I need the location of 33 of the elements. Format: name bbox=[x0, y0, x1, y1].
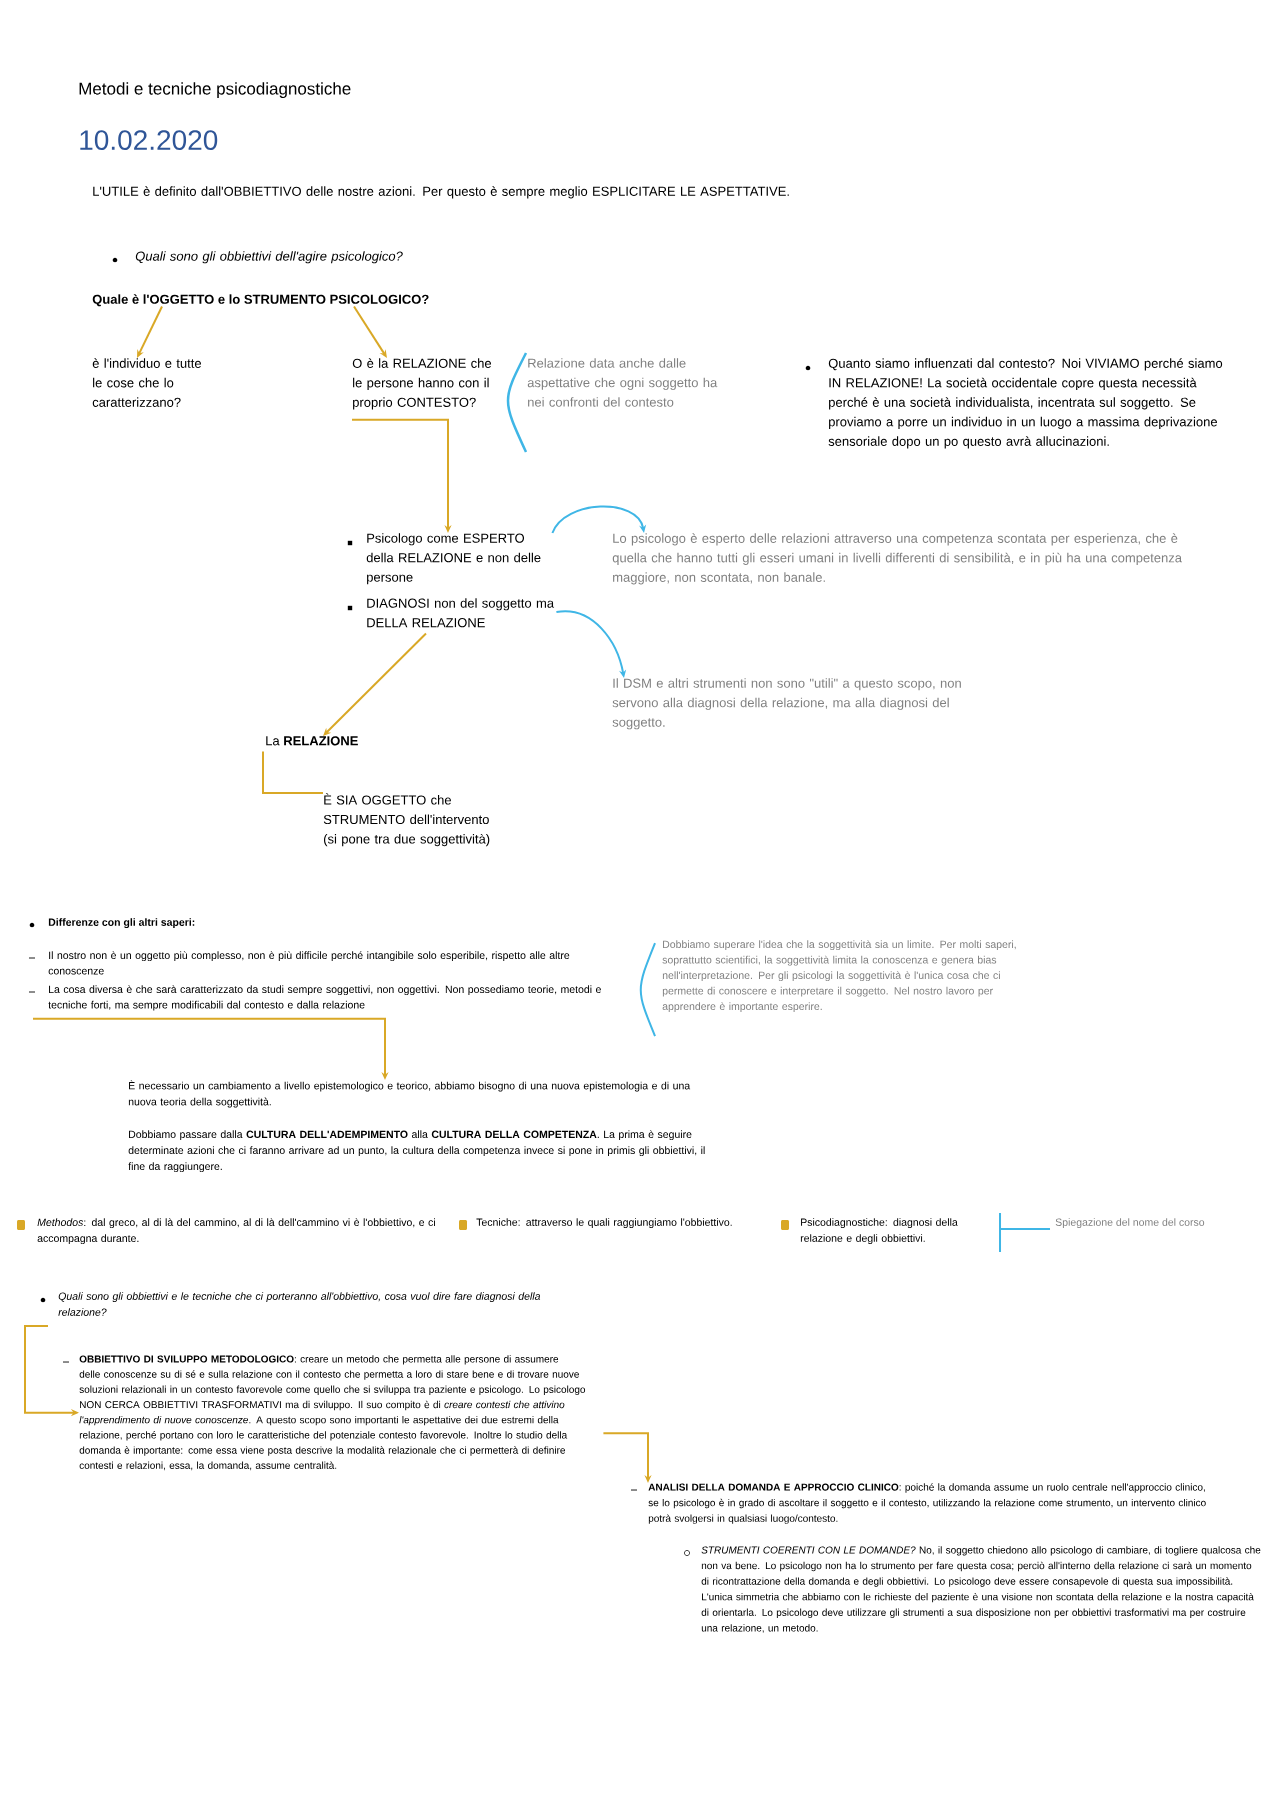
note-text: DIAGNOSI non del soggetto ma DELLA RELAZIONE bbox=[367, 598, 555, 628]
arrow bbox=[555, 610, 627, 678]
note-text: Quali sono gli obbiettivi e le tecniche che ci porteranno all'obbiettivo, cosa vuol dire fare diagnosi della relazione? bbox=[58, 1292, 541, 1316]
note-text: Quanto siamo influenzati dal contesto? Noi VIVIAMO perché siamo IN RELAZIONE! La società occidentale copre questa necessità perché è una società individualista, incentrata sul soggetto. Se proviamo a porre un individuo in un luogo a massima deprivazione sensoriale dopo un po questo avrà allucinazioni. bbox=[828, 358, 1223, 449]
note-text: Quale è l'OGGETTO e lo STRUMENTO PSICOLOGICO? bbox=[92, 294, 429, 307]
question-text: Quali sono gli obbiettivi dell'agire psicologico? bbox=[135, 251, 403, 264]
note-text: STRUMENTI COERENTI CON LE DOMANDE? No, il soggetto chiedono allo psicologo di cambiare, di togliere qualcosa che non va bene. Lo psicologo non ha lo strumento per fare questa cosa; perciò all'interno della relazione ci sarà un momento di ricontrattazione della domanda e degli obbiettivi. Lo psicologo deve essere consapevole di questa sua impossibilità. L'unica simmetria che abbiamo con le richieste del paziente è una visione non scontata della relazione e la nostra capacità di orientarla. Lo psicologo deve utilizzare gli strumenti a sua disposizione non per obbiettivi trasformativi ma per costruire una relazione, un metodo. bbox=[701, 1546, 1261, 1633]
note-text: O è la RELAZIONE che le persone hanno con il proprio CONTESTO? bbox=[352, 358, 492, 410]
note-text: OBBIETTIVO DI SVILUPPO METODOLOGICO: creare un metodo che permetta alle persone di assumere delle conoscenze su di sé e sulla relazione con il contesto che permetta a loro di stare bene e di trovare nuove soluzioni relazionali in un contesto favorevole come quello che si sviluppa tra paziente e psicologo. Lo psicologo NON CERCA OBBIETTIVI TRASFORMATIVI ma di sviluppo. Il suo compito è di creare contesti che attivino l'apprendimento di nuove conoscenze. A questo scopo sono importanti le aspettative dei due estremi della relazione, perché portano con loro le caratteristiche del potenziale contesto favorevole. Inoltre lo studio della domanda è importante: come essa viene posta descrive la modalità relazionale che ci permetterà di definire contesti e relazioni, essa, la domanda, assume centralità. bbox=[79, 1355, 586, 1471]
note-text: è l'individuo e tutte le cose che lo caratterizzano? bbox=[92, 358, 202, 407]
note-text: Il DSM e altri strumenti non sono "utili" a questo scopo, non servono alla diagnosi della relazione, ma alla diagnosi del soggetto. bbox=[612, 678, 961, 730]
note-text: È SIA OGGETTO che STRUMENTO dell'intervento (si pone tra due soggettività) bbox=[323, 793, 490, 847]
note-text: Spiegazione del nome del corso bbox=[1055, 1218, 1205, 1228]
note-text: Tecniche: attraverso le quali raggiungiamo l'obbiettivo. bbox=[476, 1218, 732, 1228]
page-title: Metodi e tecniche psicodiagnostiche bbox=[79, 82, 351, 99]
note-text: Il nostro non è un oggetto più complesso, non è più difficile perché intangibile solo esperibile, rispetto alle altre conoscenze La cosa diversa è che sarà caratterizzato da studi sempre soggettivi, non oggettivi. Non possediamo teorie, metodi e tecniche forti, ma sempre modificabili dal contesto e dalla relazione bbox=[48, 951, 601, 1011]
arrow bbox=[353, 305, 387, 358]
note-text: Lo psicologo è esperto delle relazioni attraverso una competenza scontata per esperienza, che è quella che hanno tutti gli esseri umani in livelli differenti di sensibilità, e in più ha una competenza maggiore, non scontata, non banale. bbox=[612, 533, 1182, 585]
note-text: Relazione data anche dalle aspettative che ogni soggetto ha nei confronti del contesto bbox=[527, 358, 718, 407]
arrow bbox=[323, 632, 427, 736]
note-text: Dobbiamo passare dalla CULTURA DELL'ADEMPIMENTO alla CULTURA DELLA COMPETENZA. La prima è seguire determinate azioni che ci faranno arrivare ad un punto, la cultura della competenza invece si pone in primis gli obbiettivi, il fine da raggiungere. bbox=[128, 1130, 705, 1173]
section-heading: Differenze con gli altri saperi: bbox=[48, 918, 195, 929]
note-text: La RELAZIONE bbox=[266, 736, 358, 746]
note-text: Dobbiamo superare l'idea che la soggettività sia un limite. Per molti saperi, soprattutto scientifici, la soggettività limita la conoscenza e genera bias nell'interpretazione. Per gli psicologi la soggettività è l'unica cosa che ci permette di conoscere e interpretare il soggetto. Nel nostro lavoro per apprendere è importante esperire. bbox=[662, 940, 1016, 1013]
note-text: L'UTILE è definito dall'OBBIETTIVO delle nostre azioni. Per questo è sempre meglio ESPLICITARE LE ASPETTATIVE. bbox=[93, 186, 789, 199]
note-text: ANALISI DELLA DOMANDA E APPROCCIO CLINICO: poiché la domanda assume un ruolo centrale nell'approccio clinico, se lo psicologo è in grado di ascoltare il soggetto e il contesto, utilizzando la relazione come strumento, un intervento clinico potrà svolgersi in qualsiasi luogo/contesto. bbox=[648, 1483, 1206, 1524]
arrow bbox=[551, 505, 647, 534]
arrow bbox=[137, 305, 163, 358]
note-text: Psicodiagnostiche: diagnosi della relazione e degli obbiettivi. bbox=[800, 1218, 958, 1244]
date-heading: 10.02.2020 bbox=[80, 130, 218, 150]
note-text: Methodos: dal greco, al di là del cammino, al di là dell'cammino vi è l'obbiettivo, e ci accompagna durante. bbox=[37, 1218, 435, 1245]
note-text: Psicologo come ESPERTO della RELAZIONE e non delle persone bbox=[366, 533, 541, 585]
note-text: È necessario un cambiamento a livello epistemologico e teorico, abbiamo bisogno di una nuova epistemologia e di una nuova teoria della soggettività. bbox=[128, 1080, 691, 1108]
